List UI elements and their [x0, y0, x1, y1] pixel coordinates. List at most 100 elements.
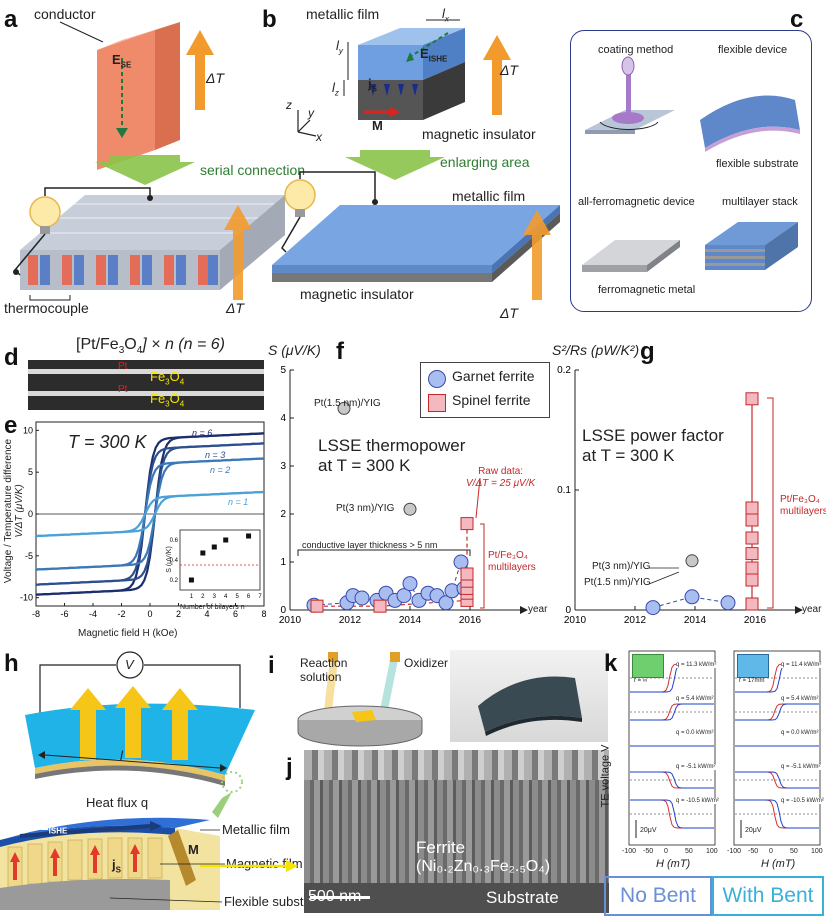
label-k-xlabel-left: H (mT) [656, 858, 691, 870]
e-ytick-label: 0 [28, 509, 33, 519]
label-e-temp: T = 300 K [68, 432, 147, 452]
label-m-b: M [372, 118, 383, 133]
inset-point [223, 537, 229, 543]
label-axis-y: y [308, 106, 314, 120]
delta-t-arrow [186, 30, 214, 110]
label-axis-z: z [286, 98, 292, 112]
bulb-icon [29, 196, 61, 228]
label-f-pt15: Pt(1.5 nm)/YIG [314, 398, 381, 409]
label-h-m: M [188, 842, 199, 857]
f-spinel-point [373, 599, 387, 613]
panel-label-g: g [640, 338, 655, 365]
label-e-n1: n = 1 [228, 497, 249, 507]
label-coating-method: coating method [598, 44, 674, 56]
panel-c-graphic [582, 56, 800, 272]
legend-garnet-label: Garnet ferrite [452, 368, 535, 384]
label-e-n2: n = 2 [210, 465, 231, 475]
k-curve [735, 771, 819, 789]
e-ytick-label: -10 [20, 593, 33, 603]
legend-spinel-label: Spinel ferrite [452, 392, 531, 408]
label-g-ylabel: S²/Rs (pW/K²) [552, 342, 640, 358]
f-ytick-label: 2 [280, 509, 286, 520]
label-e-inset-x: Number of bilayers n [180, 604, 245, 611]
panel-b-graphic [272, 19, 560, 300]
label-j-ferrite: Ferrite [416, 838, 466, 857]
k-xtick-label: 50 [790, 848, 798, 855]
with-bent-button: With Bent [712, 876, 824, 916]
e-xtick-label: 0 [147, 609, 152, 619]
label-h-eishe: EISHE [40, 818, 68, 836]
legend-garnet-marker [428, 370, 446, 388]
g-garnet-point [645, 600, 661, 616]
e-xtick-label: -4 [89, 609, 97, 619]
inset-xtick-label: 1 [190, 594, 194, 600]
label-thermocouple: thermocouple [4, 300, 89, 316]
label-g-pt3: Pt(3 nm)/YIG [592, 561, 651, 572]
label-pt1: Pt [118, 361, 128, 372]
label-e-n3: n = 3 [205, 450, 226, 460]
label-k-scale-right: 20μV [745, 827, 762, 834]
e-xtick-label: -8 [32, 609, 40, 619]
label-f-conductive: conductive layer thickness > 5 nm [302, 540, 438, 550]
zoom-metallic-top [0, 817, 210, 840]
k-q-label: q = -10.5 kW/m² [781, 798, 824, 804]
label-ese: ESE [112, 52, 132, 70]
label-ly: ly [336, 38, 343, 56]
e-ytick-label: -5 [25, 551, 33, 561]
voltmeter-icon [116, 651, 144, 679]
label-e-xlabel: Magnetic field H (kOe) [78, 628, 178, 639]
k-xtick-label: 0 [769, 848, 773, 855]
k-xtick-label: -100 [622, 848, 637, 855]
g-spinel-point [745, 573, 759, 587]
g-spinel-point [745, 513, 759, 527]
legend-spinel-marker [428, 394, 446, 412]
inset-xtick-label: 5 [235, 594, 239, 600]
f-garnet-point [438, 595, 454, 611]
g-xtick-label: 2010 [564, 615, 587, 626]
hysteresis-branch-n2 [35, 457, 265, 571]
k-xtick-label: -50 [748, 848, 759, 855]
film-top [358, 28, 465, 45]
k-curve [630, 771, 714, 789]
k-q-label: q = -5.1 kW/m² [676, 764, 716, 770]
f-spinel-point [460, 517, 474, 531]
e-xtick-label: 4 [204, 609, 209, 619]
sem-image [304, 750, 609, 913]
label-flexible-substrate-c: flexible substrate [716, 158, 799, 170]
k-xtick-label: 100 [706, 848, 718, 855]
e-xtick-label: 8 [261, 609, 266, 619]
tc-pillars [28, 255, 218, 285]
f-ytick-label: 0 [280, 605, 286, 616]
chart-te-voltage-with-bent [733, 650, 821, 846]
chart-e-curves [35, 432, 265, 596]
panel-h-graphic [0, 651, 255, 910]
k-q-label: q = 11.4 kW/m² [781, 662, 822, 668]
label-k-r-right: r = 17mm [739, 678, 765, 684]
label-metallic-film-b2: metallic film [452, 188, 526, 204]
g-xtick-label: 2014 [684, 615, 707, 626]
f-spinel-point [310, 599, 324, 613]
label-h-v: V [125, 657, 134, 672]
label-all-ferromagnetic: all-ferromagnetic device [578, 196, 695, 208]
label-h-heat: Heat flux q [86, 795, 149, 810]
tc-array-top [20, 195, 285, 250]
label-e-inset-y: S (μV/K) [165, 546, 173, 573]
label-delta-t-a2: ΔT [226, 300, 244, 316]
label-fe1: Fe3O4 [150, 369, 185, 387]
k-xtick-label: 100 [811, 848, 823, 855]
inset-xtick-label: 3 [213, 594, 217, 600]
f-xtick-label: 2012 [339, 615, 362, 626]
label-h-metallic: Metallic film [222, 822, 290, 837]
label-delta-t-b: ΔT [500, 62, 518, 78]
panel-label-i: i [268, 652, 275, 679]
inset-ytick-label: 0.4 [170, 558, 179, 564]
panel-i-graphic [297, 652, 423, 747]
panel-label-a: a [4, 6, 18, 33]
label-axis-x: x [316, 130, 322, 144]
photo-flexible-device [450, 650, 608, 742]
